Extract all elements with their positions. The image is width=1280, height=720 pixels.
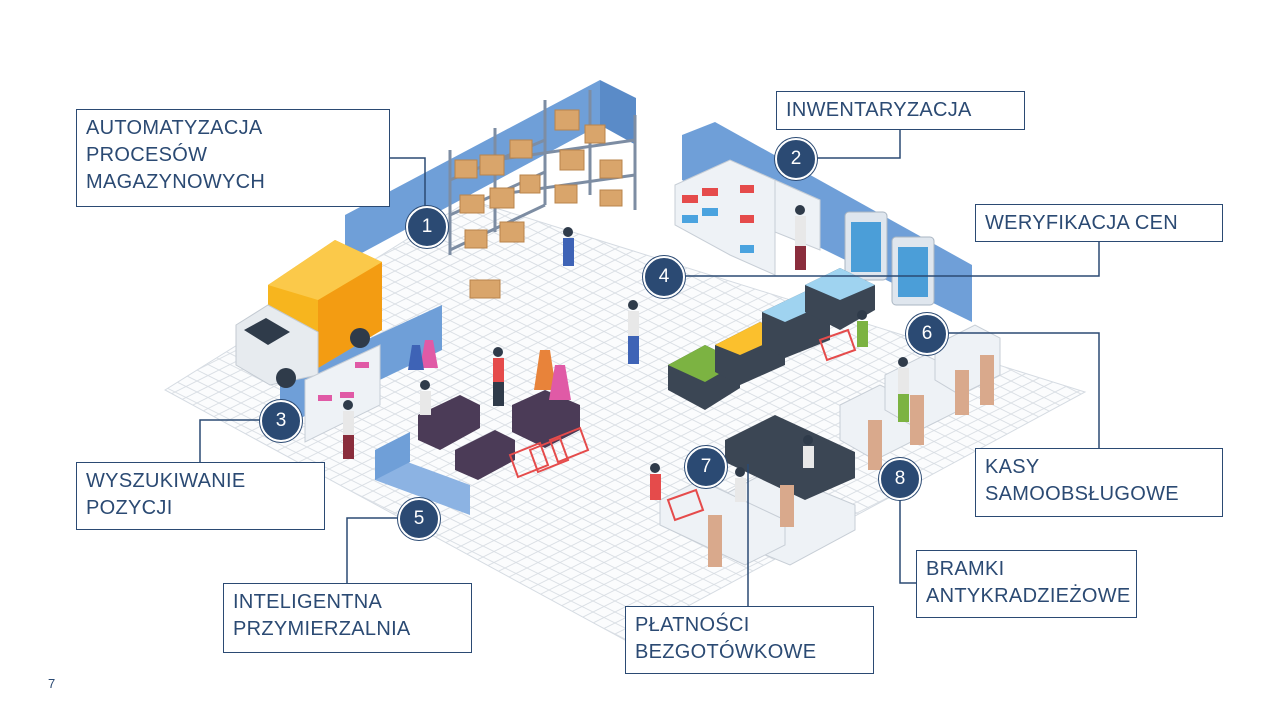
floor-grid-line — [0, 200, 31, 650]
marker-2: 2 — [775, 138, 817, 180]
marker-8: 8 — [879, 458, 921, 500]
floor-grid-line — [516, 200, 1085, 640]
floor-grid-line — [362, 200, 1085, 640]
label-inwentaryzacja: INWENTARYZACJA — [776, 91, 1025, 130]
floor-grid-line — [1243, 200, 1280, 650]
marker-6: 6 — [906, 313, 948, 355]
label-line: WYSZUKIWANIE — [86, 470, 246, 492]
floor-grid-line — [384, 200, 1085, 640]
label-line: PŁATNOŚCI — [635, 614, 750, 636]
floor-grid-line — [1133, 200, 1280, 650]
floor-grid-line — [0, 200, 53, 650]
floor-grid-line — [165, 200, 846, 640]
label-line: BEZGOTÓWKOWE — [635, 641, 817, 663]
label-kasy-samoobslugowe: KASY SAMOOBSŁUGOWE — [975, 448, 1223, 517]
floor-grid-line — [0, 200, 31, 650]
floor-grid-line — [0, 200, 75, 650]
label-line: SAMOOBSŁUGOWE — [985, 483, 1179, 505]
label-line: AUTOMATYZACJA — [86, 117, 263, 139]
label-line: ANTYKRADZIEŻOWE — [926, 585, 1131, 607]
label-line: POZYCJI — [86, 497, 173, 519]
floor-grid-line — [0, 200, 163, 650]
floor-grid-line — [1265, 200, 1280, 650]
floor-grid-line — [165, 200, 692, 640]
page-number: 7 — [48, 676, 56, 691]
floor-grid-line — [0, 200, 141, 650]
floor-grid-line — [165, 200, 230, 640]
floor-grid-line — [0, 200, 75, 650]
floor-grid-line — [1221, 200, 1280, 650]
label-przymierzalnia: INTELIGENTNA PRZYMIERZALNIA — [223, 583, 472, 653]
floor-grid-line — [1221, 200, 1280, 650]
fridges — [844, 211, 935, 306]
floor-grid-line — [165, 200, 604, 640]
label-line: INTELIGENTNA — [233, 591, 383, 613]
produce-stands — [668, 268, 875, 410]
floor-grid-line — [0, 200, 119, 650]
floor-grid-line — [0, 200, 9, 650]
label-line: KASY — [985, 456, 1040, 478]
floor-grid-line — [1155, 200, 1280, 650]
people — [343, 205, 909, 502]
floor-grid-line — [0, 200, 141, 650]
label-wyszukiwanie: WYSZUKIWANIE POZYCJI — [76, 462, 325, 530]
label-line: BRAMKI — [926, 558, 1005, 580]
floor-grid-line — [1177, 200, 1280, 650]
floor-grid-line — [165, 200, 560, 640]
label-platnosci: PŁATNOŚCI BEZGOTÓWKOWE — [625, 606, 874, 674]
floor-grid-line — [0, 200, 9, 650]
floor-grid-line — [165, 200, 186, 640]
floor-grid-line — [165, 200, 208, 640]
floor-grid-line — [165, 200, 186, 640]
connector-lines — [199, 130, 1100, 606]
floor-grid-line — [165, 200, 582, 640]
label-line: MAGAZYNOWYCH — [86, 171, 266, 193]
floor-grid-line — [165, 200, 208, 640]
floor-grid-line — [560, 200, 1085, 640]
delivery-truck — [235, 240, 382, 388]
clothing-area — [304, 340, 580, 480]
floor-grid-line — [165, 200, 252, 640]
floor-grid-line — [0, 200, 53, 650]
marker-3: 3 — [260, 400, 302, 442]
label-line: WERYFIKACJA CEN — [985, 212, 1179, 234]
floor-grid-line — [1199, 200, 1280, 650]
grocery-shelves — [674, 159, 821, 276]
warehouse-racks — [448, 90, 637, 299]
floor-grid-line — [538, 200, 1085, 640]
floor-grid-line — [1177, 200, 1280, 650]
label-line: INWENTARYZACJA — [786, 99, 972, 121]
label-bramki: BRAMKI ANTYKRADZIEŻOWE — [916, 550, 1137, 618]
marker-7: 7 — [685, 446, 727, 488]
floor-grid-line — [1133, 200, 1280, 650]
floor-grid-line — [0, 200, 97, 650]
marker-1: 1 — [406, 206, 448, 248]
floor-grid-line — [0, 200, 163, 650]
label-line: PRZYMIERZALNIA — [233, 618, 411, 640]
shopping-carts — [508, 328, 857, 522]
label-automatyzacja: AUTOMATYZACJA PROCESÓW MAGAZYNOWYCH — [76, 109, 390, 207]
floor-grid-line — [1243, 200, 1280, 650]
floor-grid-line — [0, 200, 119, 650]
marker-5: 5 — [398, 498, 440, 540]
floor-grid-line — [494, 200, 1085, 640]
floor-grid-line — [1199, 200, 1280, 650]
floor-grid-line — [165, 200, 252, 640]
label-weryfikacja-cen: WERYFIKACJA CEN — [975, 204, 1223, 242]
label-line: PROCESÓW — [86, 144, 208, 166]
floor-grid-line — [0, 200, 97, 650]
floor-grid-line — [165, 200, 538, 640]
marker-4: 4 — [643, 256, 685, 298]
floor-grid-line — [1265, 200, 1280, 650]
floor-grid-line — [1155, 200, 1280, 650]
self-checkouts — [839, 324, 1001, 470]
floor-grid-line — [165, 200, 230, 640]
